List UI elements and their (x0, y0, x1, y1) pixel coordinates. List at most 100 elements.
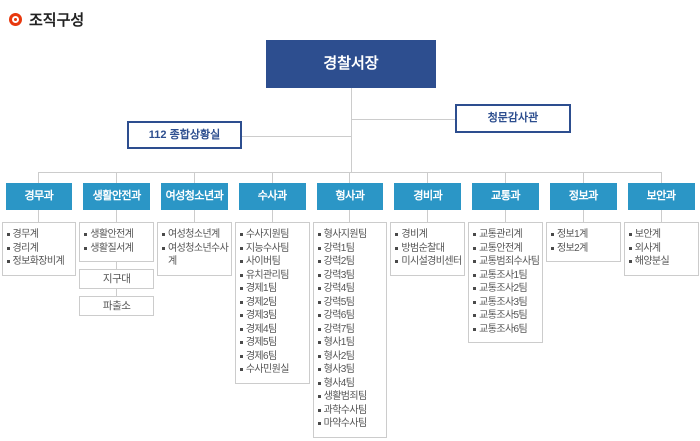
department-item: 방범순찰대 (394, 242, 463, 256)
title-bullet-icon (9, 13, 22, 26)
department-item: 정보1계 (550, 228, 619, 242)
connector-situation-room (242, 136, 351, 137)
department-item: 미시설경비센터 (394, 255, 463, 269)
department-item: 형사지원팀 (317, 228, 386, 242)
department-item: 형사2팀 (317, 350, 386, 364)
department-item: 경제4팀 (239, 323, 308, 337)
connector-stub (116, 289, 118, 296)
department-item: 수사지원팀 (239, 228, 308, 242)
department-header: 보안과 (627, 183, 695, 210)
department-item: 강력4팀 (317, 282, 386, 296)
connector-chief-vertical (351, 88, 352, 172)
department-item: 강력3팀 (317, 269, 386, 283)
department-item: 생활안전계 (83, 228, 152, 242)
page-title: 조직구성 (29, 12, 85, 29)
department-header: 경무과 (5, 183, 73, 210)
connector-stub (116, 210, 118, 222)
sub-unit-box: 파출소 (79, 296, 155, 316)
department-item: 정보2계 (550, 242, 619, 256)
connector-stub (505, 210, 507, 222)
department-item: 교통조사3팀 (472, 296, 541, 310)
department-item: 경제6팀 (239, 350, 308, 364)
department-item: 여성청소년계 (161, 228, 230, 242)
department-item: 교통조사6팀 (472, 323, 541, 337)
connector-stub (349, 210, 351, 222)
department-header: 여성청소년과 (161, 183, 228, 210)
department-item: 경무계 (6, 228, 75, 242)
connector-stub (660, 172, 662, 183)
connector-stub (38, 210, 40, 222)
department-item: 보안계 (628, 228, 697, 242)
department-item: 생활범죄팀 (317, 390, 386, 404)
connector-stub (116, 262, 118, 269)
department-item: 경제2팀 (239, 296, 308, 310)
department-item: 경제3팀 (239, 309, 308, 323)
department-item: 교통관리계 (472, 228, 541, 242)
connector-stub (116, 172, 118, 183)
department-item: 마약수사팀 (317, 417, 386, 431)
department-item: 경제5팀 (239, 336, 308, 350)
department-item: 정보화장비계 (6, 255, 75, 269)
department-item: 해양분실 (628, 255, 697, 269)
connector-stub (582, 210, 584, 222)
department-item: 강력5팀 (317, 296, 386, 310)
connector-stub (193, 210, 195, 222)
department-item: 유치관리팀 (239, 269, 308, 283)
department-item: 교통조사1팀 (472, 269, 541, 283)
title-bullet-core (14, 18, 17, 21)
department-item: 경비계 (394, 228, 463, 242)
connector-stub (349, 172, 351, 183)
department-item: 교통범죄수사팀 (472, 255, 541, 269)
connector-stub (427, 210, 429, 222)
title-bullet-ring (12, 16, 19, 23)
department-item: 생활질서계 (83, 242, 152, 256)
connector-stub (427, 172, 429, 183)
department-item: 수사민원실 (239, 363, 308, 377)
department-item: 교통조사2팀 (472, 282, 541, 296)
department-item: 경제1팀 (239, 282, 308, 296)
department-item: 형사1팀 (317, 336, 386, 350)
department-item: 사이버팀 (239, 255, 308, 269)
section-title-row: 조직구성 (9, 9, 84, 30)
department-item: 강력7팀 (317, 323, 386, 337)
department-item: 지능수사팀 (239, 242, 308, 256)
department-item: 형사3팀 (317, 363, 386, 377)
department-item: 교통안전계 (472, 242, 541, 256)
connector-stub (193, 172, 195, 183)
department-item: 경리계 (6, 242, 75, 256)
department-item: 교통조사5팀 (472, 309, 541, 323)
department-item: 형사4팀 (317, 377, 386, 391)
connector-stub (271, 172, 273, 183)
department-item: 과학수사팀 (317, 404, 386, 418)
department-header: 교통과 (472, 183, 539, 210)
connector-audit-office (351, 119, 455, 120)
department-header: 생활안전과 (83, 183, 151, 210)
situation-room-box: 112 종합상황실 (127, 121, 242, 149)
chief-box: 경찰서장 (266, 40, 436, 88)
connector-stub (505, 172, 507, 183)
audit-office-box: 청문감사관 (455, 104, 571, 133)
department-item: 여성청소년수사계 (161, 242, 230, 269)
department-item: 강력1팀 (317, 242, 386, 256)
department-item: 강력2팀 (317, 255, 386, 269)
connector-stub (38, 172, 40, 183)
